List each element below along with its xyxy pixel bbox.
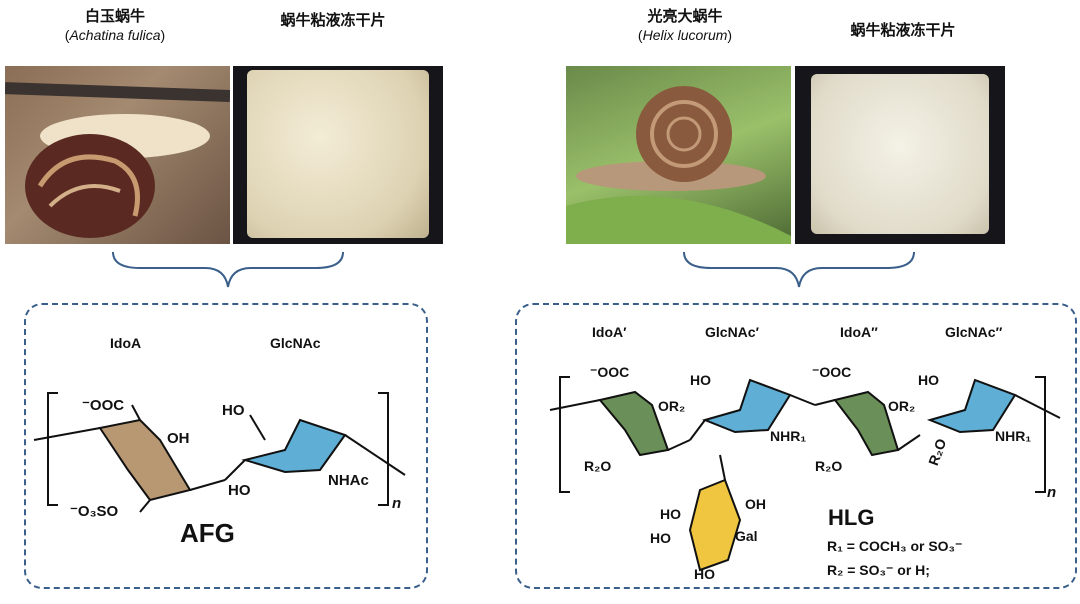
afg-so3-group: ⁻O₃SO	[70, 503, 119, 520]
right-brace	[683, 251, 915, 288]
helix-photo	[566, 66, 791, 244]
hlg-name: HLG	[828, 505, 875, 530]
gal-ring	[688, 478, 742, 572]
right-species-header: 光亮大蜗牛 (Helix lucorum)	[620, 8, 750, 44]
afg-right-bracket	[378, 392, 389, 506]
hlg-nhr1-group-2: NHR₁	[995, 428, 1032, 444]
hlg-residue-glcnac-prime: GlcNAc′	[705, 324, 759, 340]
left-species-header: 白玉蜗牛 (Achatina fulica)	[55, 8, 175, 44]
afg-residue-idoa: IdoA	[110, 335, 142, 351]
afg-structure-box	[24, 303, 428, 589]
gal-ho-group-3: HO	[694, 566, 715, 582]
hlg-ho-group-1: HO	[690, 372, 711, 388]
hlg-r2o-group-2: R₂O	[815, 458, 843, 474]
left-species-cn: 白玉蜗牛	[84, 8, 145, 25]
right-species-cn: 光亮大蜗牛	[647, 8, 723, 25]
glcnac-double-prime-ring	[926, 378, 1017, 434]
hlg-coo-group-1: ⁻OOC	[590, 364, 630, 380]
right-species-latin: Helix lucorum	[642, 27, 728, 43]
hlg-coo-group-2: ⁻OOC	[812, 364, 852, 380]
afg-ho-group-1: HO	[222, 402, 245, 419]
left-brace	[112, 251, 344, 288]
afg-coo-group: ⁻OOC	[82, 397, 125, 414]
hlg-left-bracket	[559, 376, 570, 493]
hlg-repeat-n: n	[1047, 484, 1057, 501]
hlg-residue-glcnac-double-prime: GlcNAc″	[945, 324, 1003, 340]
afg-nhac-group: NHAc	[328, 472, 369, 489]
left-species-latin: Achatina fulica	[69, 27, 161, 43]
achatina-photo	[5, 66, 230, 244]
gal-ho-group-2: HO	[650, 530, 671, 546]
hlg-r2-definition: R₂ = SO₃⁻ or H;	[827, 562, 930, 578]
achatina-snail-illustration	[5, 82, 230, 238]
hlg-nhr1-group-1: NHR₁	[770, 428, 807, 444]
afg-oh-group: OH	[167, 430, 190, 447]
hlg-or2-group-2: OR₂	[888, 398, 916, 414]
hlg-r2o-group-1: R₂O	[584, 458, 612, 474]
afg-ho-group-2: HO	[228, 482, 251, 499]
helix-snail-illustration	[566, 86, 791, 244]
hlg-freeze-dried-photo	[795, 66, 1005, 244]
gal-label: Gal	[735, 528, 758, 544]
gal-oh-group: OH	[745, 496, 766, 512]
hlg-r1-definition: R₁ = COCH₃ or SO₃⁻	[827, 538, 963, 554]
afg-name: AFG	[180, 518, 235, 548]
afg-freeze-dried-photo	[233, 66, 443, 244]
hlg-ho-group-2: HO	[918, 372, 939, 388]
hlg-right-bracket	[1035, 376, 1046, 493]
afg-left-bracket	[47, 392, 58, 506]
hlg-or2-group-1: OR₂	[658, 398, 686, 414]
hlg-residue-idoa-prime: IdoA′	[592, 324, 627, 340]
glcnac-prime-ring	[701, 378, 792, 434]
right-product-header: 蜗牛粘液冻干片	[850, 22, 956, 39]
left-product-header: 蜗牛粘液冻干片	[280, 12, 386, 29]
hlg-structure-box	[515, 303, 1077, 589]
afg-residue-glcnac: GlcNAc	[270, 335, 321, 351]
afg-repeat-n: n	[392, 495, 402, 512]
hlg-residue-idoa-double-prime: IdoA″	[840, 324, 878, 340]
gal-ho-group-1: HO	[660, 506, 681, 522]
